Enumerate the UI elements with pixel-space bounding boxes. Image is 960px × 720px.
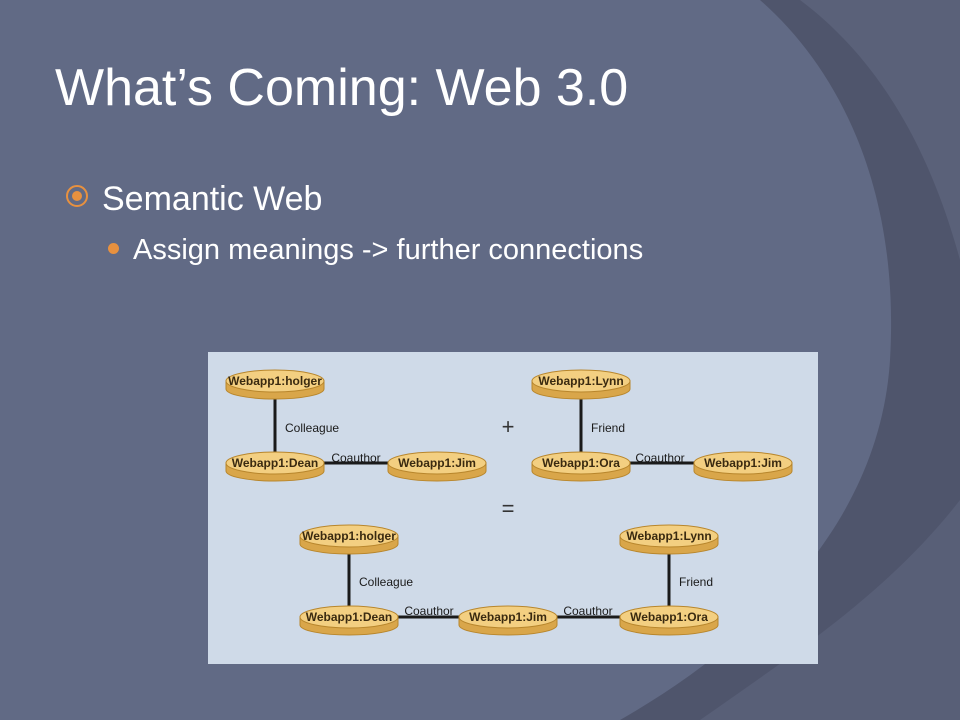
edge-label: Colleague [359,575,413,589]
bullet-text-assign-meanings: Assign meanings -> further connections [133,234,644,266]
node-label: Webapp1:Jim [704,456,782,470]
edge-label: Colleague [285,421,339,435]
node-disc-top [299,524,399,548]
equals-operator: = [502,496,515,521]
background-top-arc [800,0,960,260]
node-label: Webapp1:Lynn [626,529,711,543]
edge-label: Friend [591,421,625,435]
node-disc-top [531,369,631,393]
node-label: Webapp1:Jim [469,610,547,624]
node-disc-top [225,451,325,475]
node-disc-top [458,605,558,629]
edge-label: Friend [679,575,713,589]
node-disc-top [693,451,793,475]
node-disc-top [531,451,631,475]
bullet-level-2: Assign meanings -> further connections [108,234,643,267]
node-disc-top [387,451,487,475]
background-right-swoosh [620,0,960,720]
bullet-text-semantic-web: Semantic Web [102,180,323,218]
background-bottom-arc [700,500,960,720]
node-label: Webapp1:holger [302,529,396,543]
edge-label: Coauthor [563,604,612,618]
node-label: Webapp1:Ora [542,456,620,470]
node-label: Webapp1:Dean [232,456,318,470]
node-label: Webapp1:Jim [398,456,476,470]
node-disc-top [299,605,399,629]
node-label: Webapp1:holger [228,374,322,388]
node-disc-top [619,524,719,548]
slide-title: What’s Coming: Web 3.0 [55,59,629,117]
edge-label: Coauthor [404,604,453,618]
node-label: Webapp1:Lynn [538,374,623,388]
diagram-canvas: ColleagueCoauthorFriendCoauthorColleague… [225,369,793,636]
node-label: Webapp1:Dean [306,610,392,624]
node-label: Webapp1:Ora [630,610,708,624]
edge-label: Coauthor [635,451,684,465]
node-disc-top [619,605,719,629]
plus-operator: + [502,414,515,439]
dot-bullet-icon [108,243,119,254]
target-bullet-icon [66,185,88,207]
node-disc-top [225,369,325,393]
edge-label: Coauthor [331,451,380,465]
bullet-level-1: Semantic Web [66,180,322,219]
